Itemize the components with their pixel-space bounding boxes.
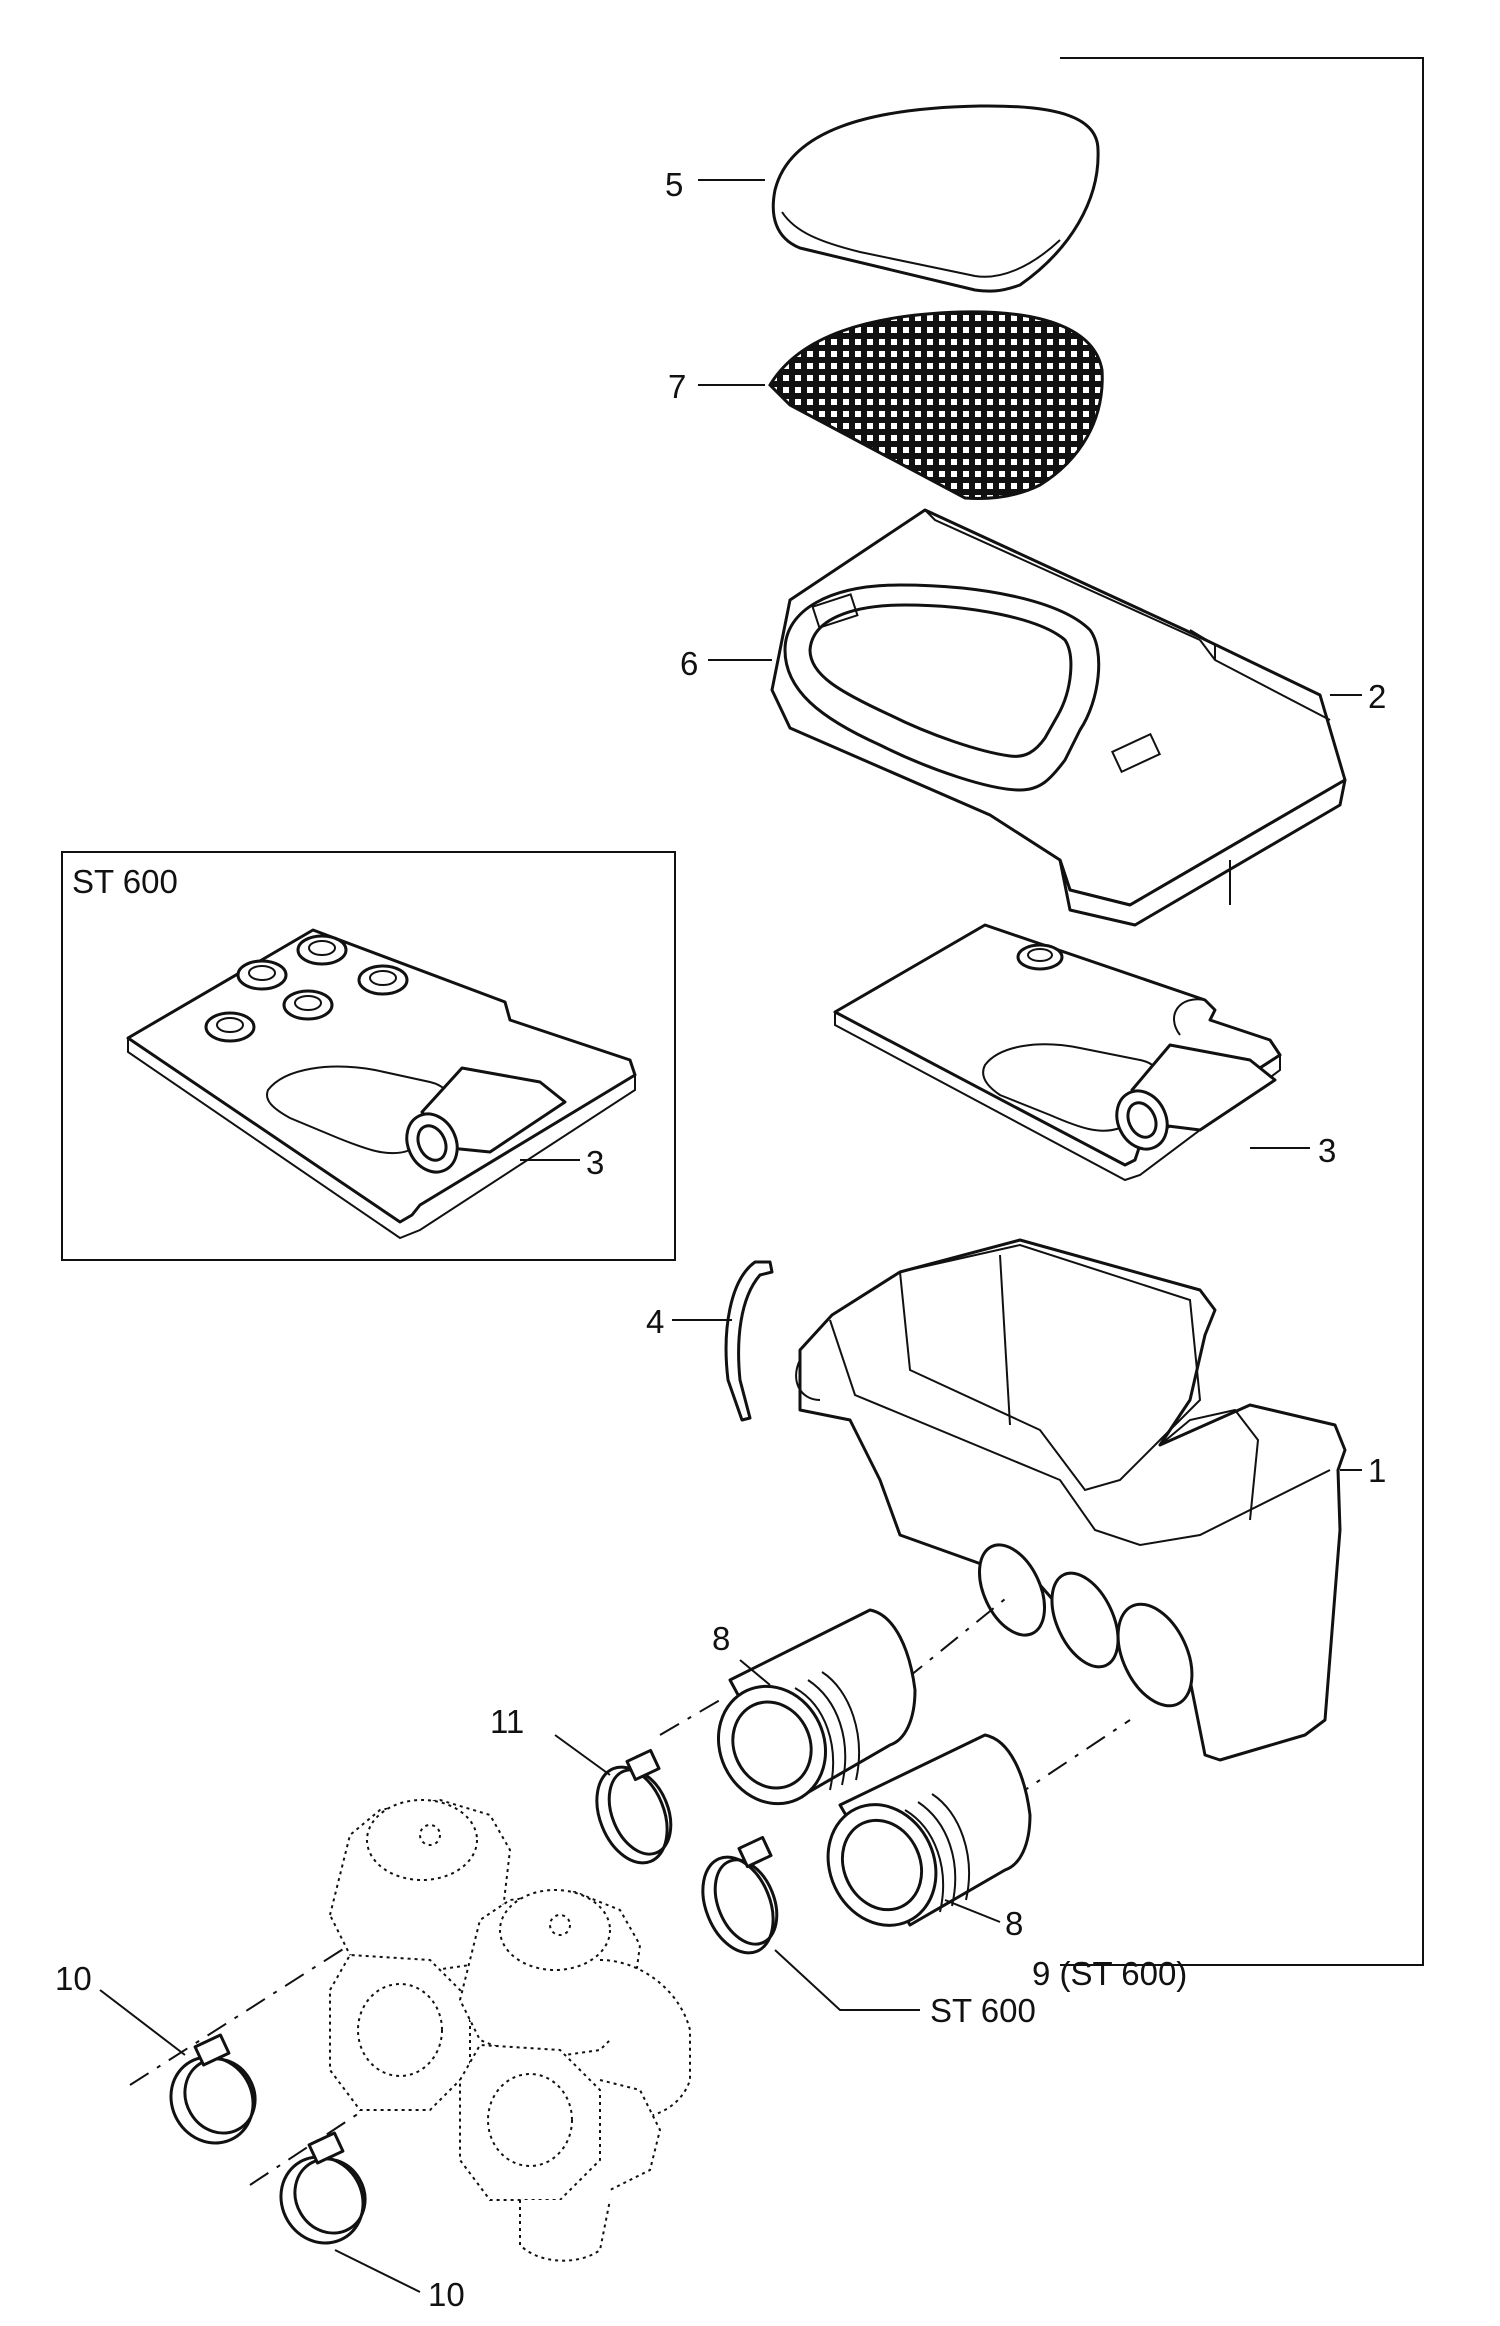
alignment-line [1009,1719,1131,1801]
alignment-line [904,1594,1011,1681]
leader-line-10-upper [99,1989,186,2056]
leader-line-st600 [774,1949,920,2011]
callout-9-st600: 9 (ST 600) [1032,1955,1187,1992]
hose-clamp-st600 [701,1835,779,1955]
carburetor-assembly-ghost [328,1798,691,2262]
callout-11: 11 [490,1703,524,1740]
clip-part [724,1260,774,1422]
callout-5: 5 [665,166,683,203]
callout-8-upper: 8 [712,1620,730,1657]
callout-3: 3 [1318,1132,1336,1169]
intake-hose-upper-part [716,1608,917,1806]
mesh-screen-part [768,310,1104,500]
leader-line-10-lower [334,2249,421,2293]
intake-hose-lower-part [826,1733,1032,1927]
st600-inset-panel: ST 600 [61,851,676,1261]
callout-3-inset: 3 [586,1144,604,1181]
alignment-line [659,1699,721,1736]
air-box-part [795,1238,1347,1762]
hose-clamp-10-upper [169,2033,257,2145]
callout-2: 2 [1368,678,1386,715]
leader-line-11 [554,1734,611,1776]
callout-8-lower: 8 [1005,1905,1023,1942]
assembly-bracket [1060,57,1424,1966]
callout-7: 7 [668,368,686,405]
callout-4: 4 [646,1303,664,1340]
base-plate-part [833,923,1282,1182]
filter-pad-part [771,104,1100,293]
inset-title: ST 600 [72,863,178,900]
callout-st600-clamp: ST 600 [930,1992,1036,2029]
hose-clamp-11 [595,1748,673,1865]
callout-10-upper: 10 [55,1960,92,1997]
callout-6: 6 [680,645,698,682]
callout-10-lower: 10 [428,2276,465,2313]
hose-clamp-10-lower [279,2131,367,2245]
callout-1: 1 [1368,1452,1386,1489]
air-box-cover-part [770,508,1347,927]
leader-line-8-upper [739,1659,771,1686]
leader-line-8-lower [944,1899,1001,1923]
